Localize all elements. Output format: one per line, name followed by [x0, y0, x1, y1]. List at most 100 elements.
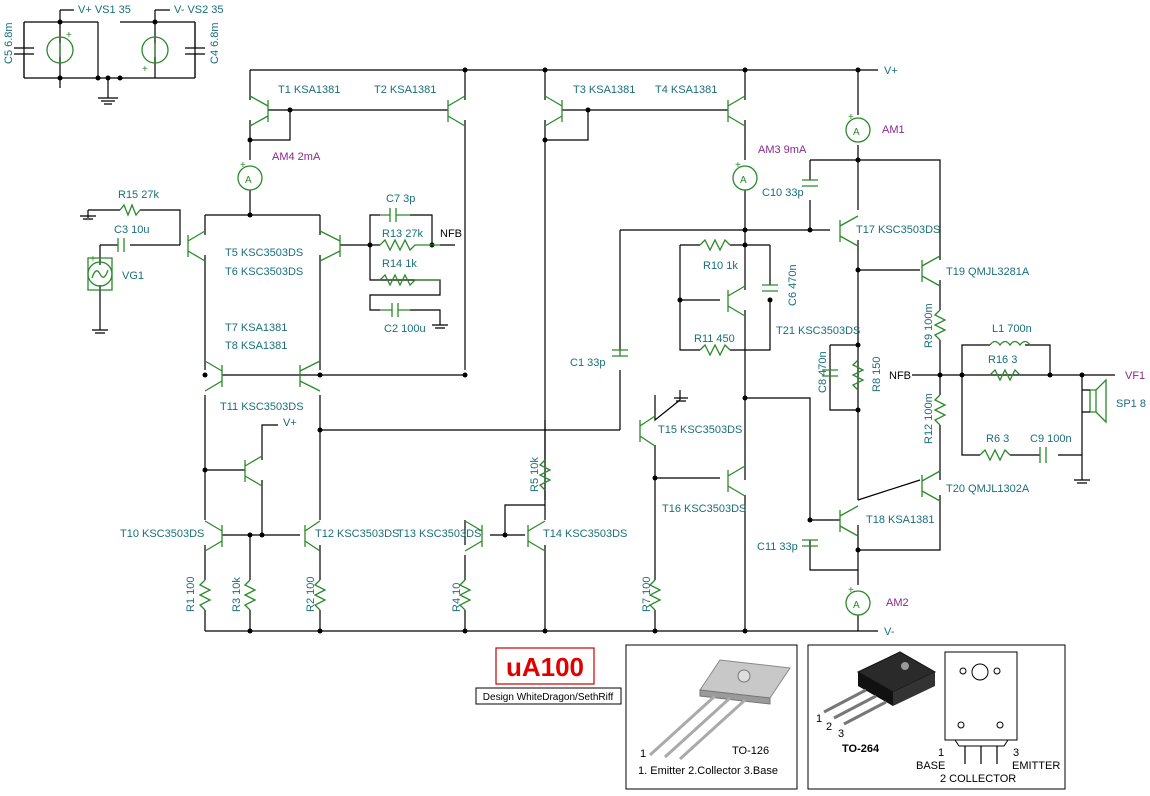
sp1-label: SP1 8 — [1116, 398, 1146, 410]
to264-pin1: 1 — [816, 713, 822, 725]
r6-label: R6 3 — [986, 433, 1009, 445]
voltage-source-icon — [141, 36, 169, 64]
r14-label: R14 1k — [382, 258, 417, 270]
design-title: uA100 — [506, 652, 584, 682]
t1-label: T1 KSA1381 — [278, 84, 340, 96]
to264-pin3: 3 — [838, 728, 844, 740]
to264-name: TO-264 — [842, 743, 880, 755]
transistor-labels: T1 KSA1381 T2 KSA1381 T3 KSA1381 T4 KSA1… — [120, 84, 1030, 540]
c3-label: C3 10u — [114, 224, 149, 236]
to126-pin1: 1 — [640, 748, 646, 760]
t18-label: T18 KSA1381 — [866, 514, 935, 526]
r13-label: R13 27k — [382, 228, 423, 240]
to264-collector-label: 2 COLLECTOR — [940, 773, 1016, 785]
c8-label: C8 470n — [817, 351, 829, 393]
t2-label: T2 KSA1381 — [374, 84, 436, 96]
vplus-local-label: V+ — [283, 417, 297, 429]
t5-label: T5 KSC3503DS — [225, 247, 303, 259]
vs1-label: V+ VS1 35 — [78, 4, 131, 16]
vs2-label: V- VS2 35 — [174, 4, 224, 16]
t12-label: T12 KSC3503DS — [315, 528, 399, 540]
title-block: uA100 Design WhiteDragon/SethRiff — [475, 647, 622, 705]
nfb-output-label: NFB — [889, 370, 911, 382]
polarity-plus: + — [240, 160, 246, 171]
t19-label: T19 QMJL3281A — [946, 266, 1030, 278]
t14-label: T14 KSC3503DS — [543, 528, 627, 540]
c4-label: C4 6.8m — [209, 22, 221, 64]
polarity-plus: + — [848, 112, 854, 123]
ammeters: A A A A AM4 2mA AM3 9mA AM1 AM2 — [237, 117, 909, 616]
r3-label: R3 10k — [231, 577, 243, 612]
vas-bias-wiring — [202, 70, 1115, 631]
c9-label: C9 100n — [1030, 433, 1072, 445]
r16-label: R16 3 — [988, 354, 1017, 366]
polarity-plus: + — [90, 254, 96, 265]
ammeter-icon — [845, 590, 871, 616]
r10-label: R10 1k — [703, 260, 738, 272]
am4-label: AM4 2mA — [272, 151, 321, 163]
r9-label: R9 100m — [923, 303, 935, 348]
polarity-plus: + — [848, 585, 854, 596]
r11-label: R11 450 — [694, 333, 735, 345]
t8-label: T8 KSA1381 — [225, 340, 287, 352]
vf1-label: VF1 — [1125, 370, 1145, 382]
ammeter-icon — [237, 165, 263, 191]
am1-label: AM1 — [882, 124, 905, 136]
c10-label: C10 33p — [762, 187, 804, 199]
supply-rails: V+ V- — [205, 65, 898, 638]
input-stage-wiring — [80, 70, 746, 631]
t21-label: T21 KSC3503DS — [776, 325, 860, 337]
to264-pin2: 2 — [826, 721, 832, 733]
ammeter-icon — [845, 117, 871, 143]
vplus-rail-label: V+ — [884, 65, 898, 77]
to126-name: TO-126 — [732, 745, 769, 757]
to264-emitter-num: 3 — [1013, 747, 1019, 759]
t16-label: T16 KSC3503DS — [662, 503, 746, 515]
r8-label: R8 150 — [871, 357, 883, 392]
t10-label: T10 KSC3503DS — [120, 528, 204, 540]
c6-label: C6 470n — [787, 264, 799, 306]
transistor-symbols — [187, 95, 941, 552]
c1-label: C1 33p — [570, 357, 605, 369]
polarity-plus: + — [735, 160, 741, 171]
t4-label: T4 KSA1381 — [655, 84, 717, 96]
c11-label: C11 33p — [757, 541, 798, 553]
nfb-input-label: NFB — [440, 228, 462, 240]
ammeter-symbol: A — [740, 175, 747, 186]
to264-emitter-label: EMITTER — [1012, 760, 1060, 772]
t7-label: T7 KSA1381 — [225, 322, 287, 334]
t17-label: T17 KSC3503DS — [856, 224, 940, 236]
c7-label: C7 3p — [386, 193, 415, 205]
r7-label: R7 100 — [641, 577, 653, 612]
to264-base-num: 1 — [938, 747, 944, 759]
r12-label: R12 100m — [923, 393, 935, 444]
passive-glyphs — [87, 179, 1107, 611]
t20-label: T20 QMJL1302A — [946, 483, 1030, 495]
am2-label: AM2 — [886, 597, 909, 609]
polarity-plus: + — [66, 30, 72, 41]
to264-package-panel: 1 2 3 TO-264 1 3 BASE EMITTER 2 COLLECTO… — [807, 644, 1066, 790]
r2-label: R2 100 — [305, 577, 317, 612]
ammeter-icon — [732, 165, 758, 191]
l1-label: L1 700n — [992, 323, 1032, 335]
r1-label: R1 100 — [185, 577, 197, 612]
r4-label: R4 10 — [451, 583, 463, 612]
to126-pins: 1. Emitter 2.Collector 3.Base — [638, 765, 778, 777]
to126-package-panel: 1 TO-126 1. Emitter 2.Collector 3.Base — [625, 644, 798, 790]
component-labels: R15 27k C3 10u VG1 C7 3p R13 27k NFB R14… — [66, 30, 1146, 612]
design-credit: Design WhiteDragon/SethRiff — [483, 692, 614, 703]
am3-label: AM3 9mA — [758, 144, 807, 156]
t15-label: T15 KSC3503DS — [658, 424, 742, 436]
c5-label: C5 6.8m — [3, 22, 15, 64]
polarity-plus: + — [142, 64, 148, 75]
t3-label: T3 KSA1381 — [573, 84, 635, 96]
to264-base-label: BASE — [916, 760, 945, 772]
t13-label: T13 KSC3503DS — [397, 528, 481, 540]
vg1-label: VG1 — [122, 270, 144, 282]
t6-label: T6 KSC3503DS — [225, 266, 303, 278]
voltage-source-icon — [46, 36, 74, 64]
r15-label: R15 27k — [118, 189, 159, 201]
r5-label: R5 10k — [529, 457, 541, 492]
ammeter-symbol: A — [853, 600, 860, 611]
